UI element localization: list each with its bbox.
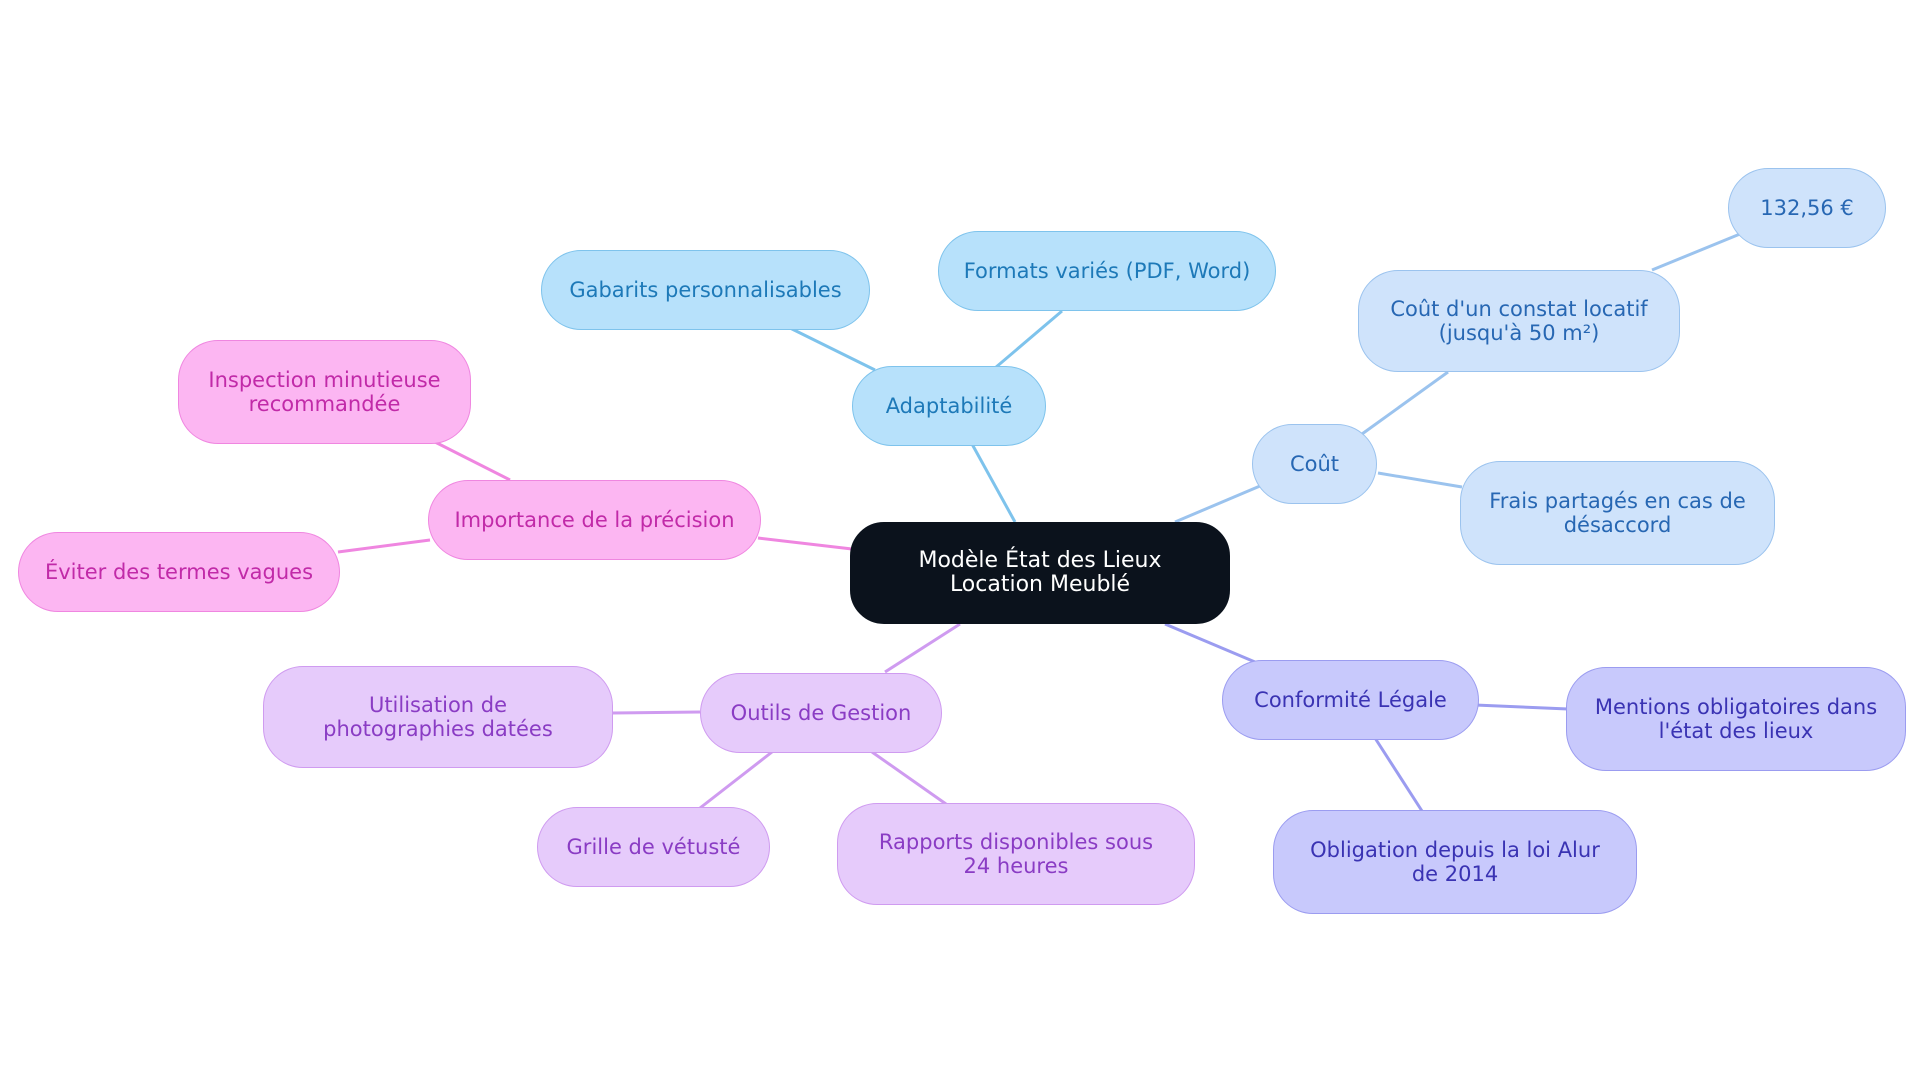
edge-cout-frais <box>1377 471 1463 489</box>
edge-outils-photos <box>611 710 701 715</box>
leaf-grille-de-vetuste: Grille de vétusté <box>537 807 770 887</box>
edge-constat-prix <box>1651 232 1741 272</box>
leaf-photographies-datees: Utilisation de photographies datées <box>263 666 613 768</box>
leaf-obligation-loi-alur: Obligation depuis la loi Alur de 2014 <box>1273 810 1637 914</box>
leaf-inspection-minutieuse: Inspection minutieuse recommandée <box>178 340 471 444</box>
edge-conformite-mentions <box>1474 703 1569 711</box>
branch-conformite-legale: Conformité Légale <box>1222 660 1479 740</box>
leaf-mentions-obligatoires: Mentions obligatoires dans l'état des li… <box>1566 667 1906 771</box>
leaf-prix-132-56: 132,56 € <box>1728 168 1886 248</box>
edge-outils-rapports <box>871 750 947 806</box>
edge-root-conformite <box>1164 622 1256 664</box>
edge-cout-constat <box>1361 370 1449 436</box>
root-node: Modèle État des Lieux Location Meublé <box>850 522 1230 624</box>
edge-root-outils <box>884 622 961 674</box>
leaf-frais-partages: Frais partagés en cas de désaccord <box>1460 461 1775 565</box>
leaf-gabarits-personnalisables: Gabarits personnalisables <box>541 250 870 330</box>
edge-root-adaptabilite <box>970 443 1017 523</box>
leaf-formats-varies: Formats variés (PDF, Word) <box>938 231 1276 311</box>
edge-root-precision <box>757 536 853 551</box>
edge-outils-grille <box>699 750 773 810</box>
branch-outils-de-gestion: Outils de Gestion <box>700 673 942 753</box>
edge-precision-inspection <box>434 440 511 482</box>
branch-importance-precision: Importance de la précision <box>428 480 761 560</box>
edge-conformite-obligation <box>1373 737 1424 812</box>
leaf-cout-constat-locatif: Coût d'un constat locatif (jusqu'à 50 m²… <box>1358 270 1680 372</box>
edge-adaptabilite-gabarits <box>789 326 876 372</box>
branch-cout: Coût <box>1252 424 1377 504</box>
leaf-eviter-termes-vagues: Éviter des termes vagues <box>18 532 340 612</box>
leaf-rapports-24-heures: Rapports disponibles sous 24 heures <box>837 803 1195 905</box>
edge-adaptabilite-formats <box>994 309 1063 370</box>
branch-adaptabilite: Adaptabilité <box>852 366 1046 446</box>
edge-precision-termes <box>337 538 431 554</box>
edge-root-cout <box>1174 484 1261 524</box>
